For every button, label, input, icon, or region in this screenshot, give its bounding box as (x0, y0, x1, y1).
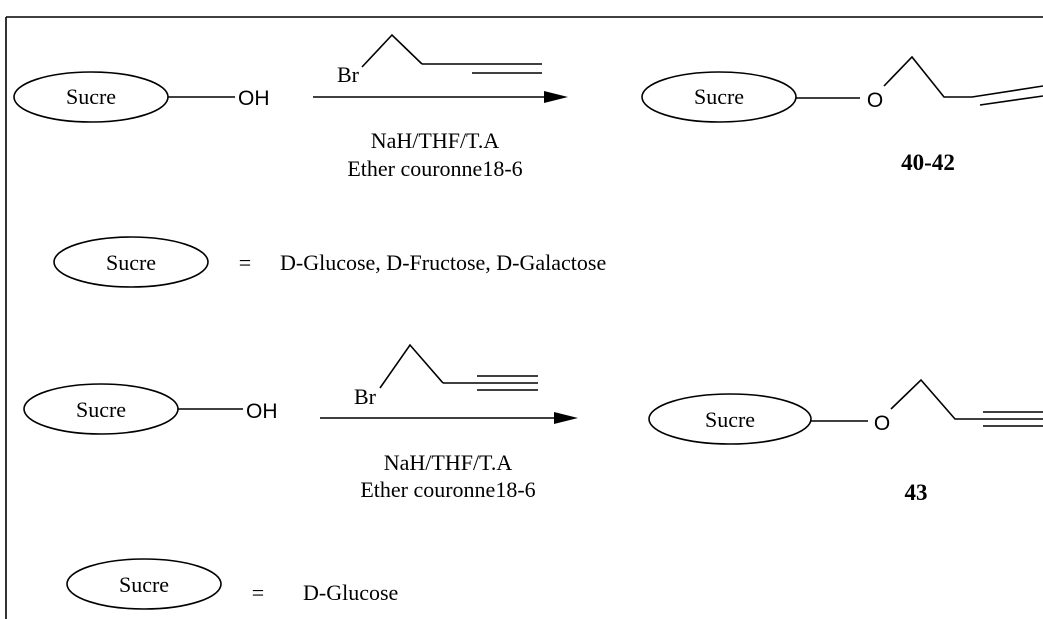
scheme-frame (5, 16, 1043, 619)
double-bond-line-2 (979, 95, 1043, 106)
allyl-chain (361, 33, 423, 68)
condition-line-2: Ether couronne18-6 (360, 477, 535, 502)
product-2: Sucre O 43 (648, 378, 1043, 505)
condition-line-2: Ether couronne18-6 (347, 156, 522, 181)
condition-line-1: NaH/THF/T.A (371, 128, 500, 153)
sugar-label: Sucre (694, 84, 744, 109)
propargyl-chain (379, 343, 444, 389)
compound-number: 40-42 (901, 150, 955, 175)
equals-sign: = (252, 580, 264, 605)
sugar-ellipse (648, 393, 812, 445)
sugar-ellipse (53, 236, 209, 288)
reagent-2: Br (354, 343, 538, 409)
sugar-ellipse (66, 558, 222, 610)
hydroxyl-label: OH (246, 400, 278, 423)
sugar-list: D-Glucose, D-Fructose, D-Galactose (280, 250, 606, 275)
sugar-label: Sucre (66, 84, 116, 109)
reaction-1: Sucre OH Br NaH/THF/T.A Ether couronne18… (13, 33, 1043, 181)
reaction-arrow-1 (313, 91, 568, 103)
product-1: Sucre O 40-42 (641, 55, 1043, 175)
reagent-1: Br (337, 33, 542, 87)
substrate-1: Sucre OH (13, 71, 270, 123)
sugar-list: D-Glucose (303, 580, 398, 605)
bromine-label: Br (354, 384, 377, 409)
hydroxyl-label: OH (238, 87, 270, 110)
compound-number: 43 (905, 480, 928, 505)
sugar-label: Sucre (705, 407, 755, 432)
definition-2: Sucre = D-Glucose (66, 558, 398, 610)
oxygen-label: O (867, 89, 883, 112)
sugar-label: Sucre (106, 250, 156, 275)
condition-line-1: NaH/THF/T.A (384, 450, 513, 475)
propargyl-chain (890, 378, 1043, 420)
bromine-label: Br (337, 62, 360, 87)
reaction-arrow-2 (320, 412, 578, 424)
equals-sign: = (239, 250, 251, 275)
sugar-ellipse (641, 71, 797, 123)
definition-1: Sucre = D-Glucose, D-Fructose, D-Galacto… (53, 236, 606, 288)
allyl-chain (883, 55, 1043, 98)
sugar-label: Sucre (76, 397, 126, 422)
substrate-2: Sucre OH (23, 383, 278, 435)
sugar-label: Sucre (119, 572, 169, 597)
oxygen-label: O (874, 412, 890, 435)
reaction-2: Sucre OH Br NaH/THF/T.A Ether couronne18… (23, 343, 1043, 505)
